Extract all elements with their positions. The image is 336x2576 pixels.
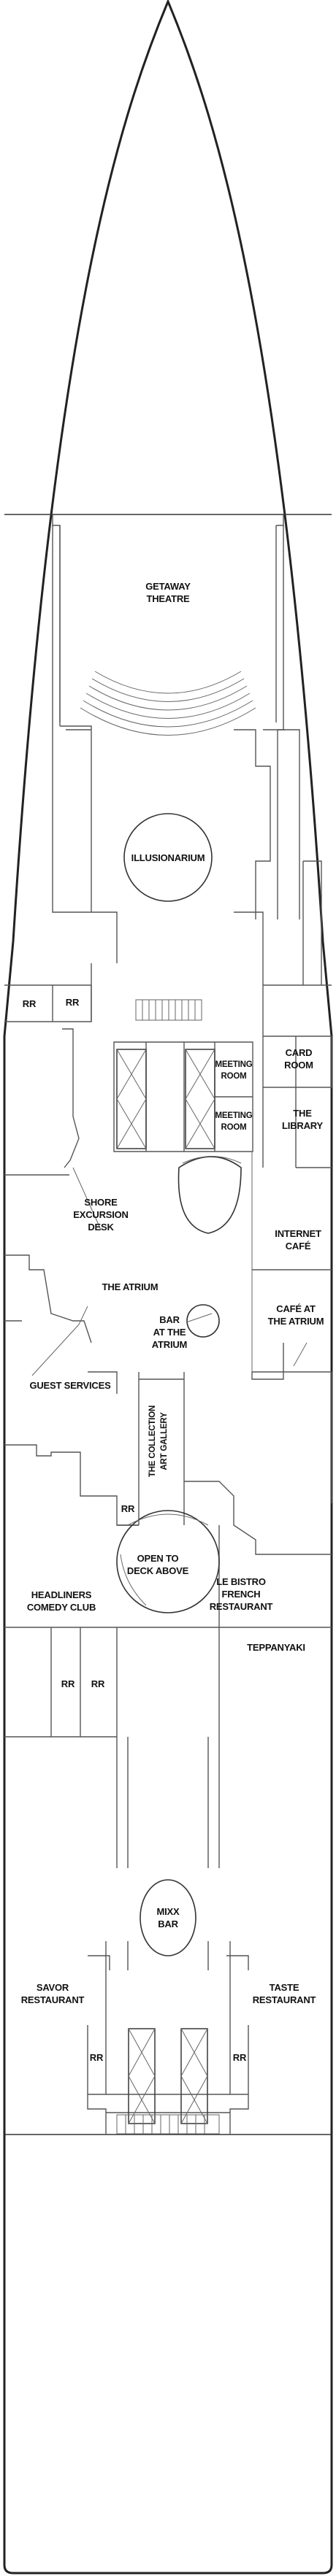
illusionarium-label: ILLUSIONARIUM <box>131 852 205 863</box>
rr-label-2: RR <box>66 997 80 1008</box>
elevator-stair-icons <box>116 999 220 2135</box>
open-to-deck-above-circle <box>116 1510 220 1613</box>
rr-label-5: RR <box>91 1678 105 1689</box>
teppanyaki-label: TEPPANYAKI <box>247 1642 305 1653</box>
bar-at-the-atrium-circle <box>186 1304 220 1338</box>
interior-walls <box>4 514 332 2135</box>
rr-label-4: RR <box>61 1678 75 1689</box>
the-atrium-label: THE ATRIUM <box>102 1281 159 1292</box>
rr-label-3: RR <box>121 1503 135 1514</box>
rr-label-7: RR <box>233 2052 247 2063</box>
rr-label-6: RR <box>90 2052 104 2063</box>
guest-services-label: GUEST SERVICES <box>29 1380 111 1391</box>
leader-lines <box>31 1167 308 1376</box>
illusionarium-dome <box>123 813 213 902</box>
theatre-seating <box>80 671 256 736</box>
rr-label-1: RR <box>23 998 37 1009</box>
deck-boundaries <box>4 514 332 2135</box>
ship-hull <box>3 0 333 2575</box>
mixx-bar-ellipse <box>140 1879 196 1956</box>
